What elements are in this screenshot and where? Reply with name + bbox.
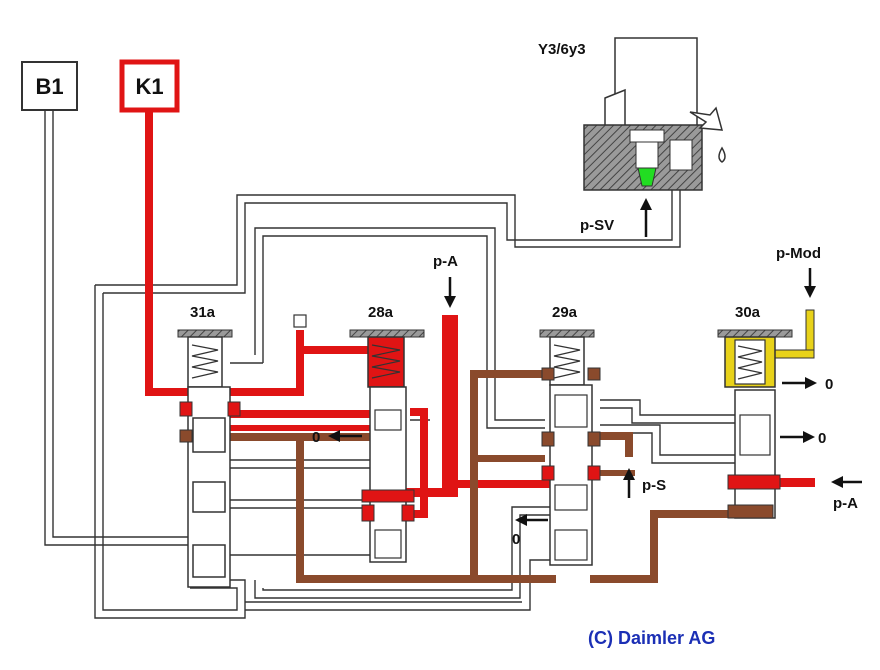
- valve-29a: 29a 0: [512, 304, 601, 566]
- pmod-label: p-Mod: [776, 245, 821, 262]
- valve-31a: 31a: [177, 304, 241, 588]
- valve-31a-label: 31a: [190, 304, 216, 321]
- k1-label: K1: [135, 74, 163, 99]
- k1-box: K1: [119, 59, 180, 113]
- exhaust-30a-top-label: 0: [825, 376, 833, 393]
- psv-label: p-SV: [580, 217, 614, 234]
- red-pressure-lines: [145, 110, 815, 518]
- valve-28a: 28a 0: [293, 304, 425, 563]
- valve-30a: 30a 0 0: [717, 304, 833, 519]
- copyright-notice: (C) Daimler AG: [588, 628, 716, 648]
- orifice-icon: [293, 314, 307, 328]
- valve-28a-label: 28a: [368, 304, 394, 321]
- pa-top-label: p-A: [433, 253, 458, 270]
- b1-label: B1: [35, 74, 63, 99]
- pa-right-input: p-A: [831, 476, 862, 512]
- pa-top-input: p-A: [433, 253, 458, 308]
- solenoid-valve: Y3/6y3 p-SV: [538, 37, 726, 237]
- ps-input: p-S: [623, 468, 666, 498]
- valve-30a-label: 30a: [735, 304, 761, 321]
- exhaust-30a-mid-label: 0: [818, 430, 826, 447]
- pa-right-label: p-A: [833, 495, 858, 512]
- ps-label: p-S: [642, 477, 666, 494]
- valve-29a-label: 29a: [552, 304, 578, 321]
- b1-box: B1: [21, 61, 78, 111]
- exhaust-29a-label: 0: [512, 531, 520, 548]
- solenoid-label: Y3/6y3: [538, 41, 586, 58]
- pmod-input: p-Mod: [776, 245, 821, 298]
- exhaust-28a-label: 0: [312, 429, 320, 446]
